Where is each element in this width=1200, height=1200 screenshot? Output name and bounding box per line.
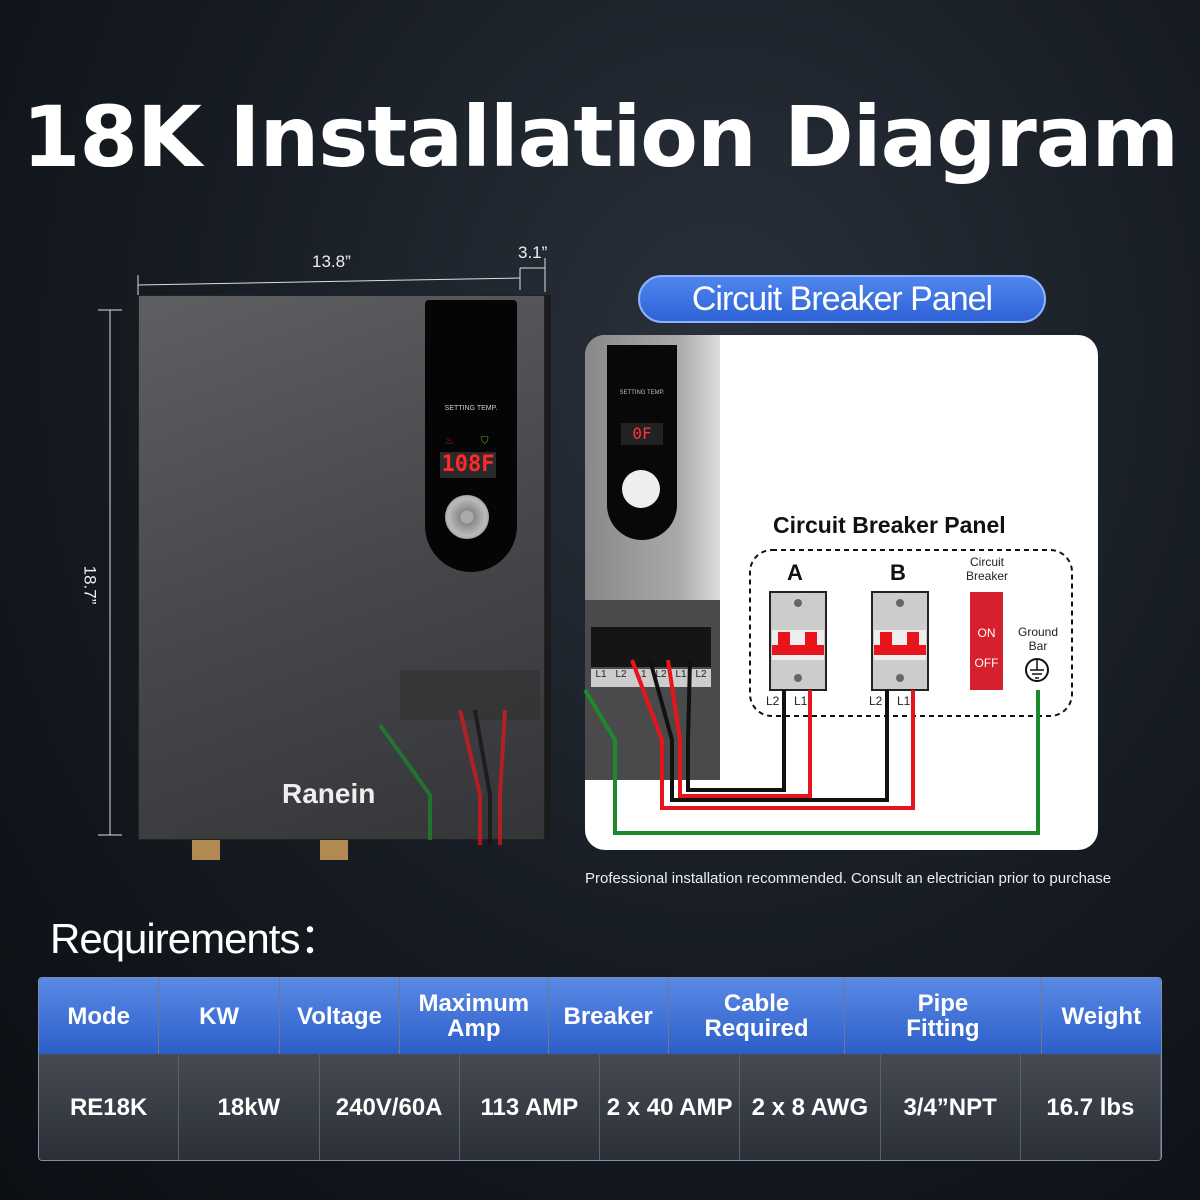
wire-black-a [686,659,786,792]
table-header: Mode [39,978,160,1054]
terminal-labels: L1 L2 L1 L2 L1 L2 [591,669,711,687]
flame-icon: ♨ [445,436,454,447]
temperature-display: 108F [440,452,496,478]
breaker-b [871,591,929,691]
table-cell: 240V/60A [320,1054,460,1160]
terminal-label: L2 [615,669,627,680]
table-cell: 2 x 40 AMP [600,1054,741,1160]
wire-black-b [648,659,889,802]
terminal-label: L1 [675,669,687,680]
table-header: Cable Required [669,978,846,1054]
depth-dimension: 3.1” [518,243,548,262]
breaker-b-label: B [890,560,906,585]
table-header-row: Mode KW Voltage Maximum Amp Breaker Cabl… [39,978,1161,1054]
table-header: Weight [1061,1002,1142,1030]
circuit-breaker-switch [970,592,1003,690]
power-shield-icon: ⛉ [481,436,489,447]
heater-wiring [378,670,540,845]
wire-red-a [666,659,812,798]
table-row: RE18K 18kW 240V/60A 113 AMP 2 x 40 AMP 2… [39,1054,1161,1160]
l1-label: L1 [897,694,911,708]
unit-setting-label: SETTING TEMP. [619,390,665,396]
unit-panel: SETTING TEMP. 0F [607,345,677,540]
off-label: OFF [974,656,999,670]
terminal-label: L1 [595,669,607,680]
table-header: Pipe Fitting [845,978,1042,1054]
ground-wire [583,688,1040,835]
brand-logo: Ranein [282,778,376,809]
l1-label: L1 [794,694,808,708]
temperature-knob[interactable] [445,495,489,539]
table-header: Breaker [549,978,669,1054]
l2-label: L2 [869,694,883,708]
unit-display: 0F [621,423,663,445]
table-cell: 113 AMP [460,1054,600,1160]
table-header: Voltage [280,978,401,1054]
wiring-diagram-card: SETTING TEMP. 0F L1 L2 L1 L2 L1 L2 [585,335,1098,850]
circuit-breaker-panel-badge: Circuit Breaker Panel [638,275,1046,323]
requirements-heading: Requirements： [50,915,341,962]
page-title: 18K Installation Diagram [21,88,1179,186]
terminal-label: L1 [635,669,647,680]
table-header: KW [159,978,280,1054]
table-cell: 16.7 lbs [1021,1054,1161,1160]
wire-red-b [630,659,915,810]
terminal-label: L2 [695,669,707,680]
l2-label: L2 [766,694,780,708]
requirements-table: Mode KW Voltage Maximum Amp Breaker Cabl… [38,977,1162,1161]
breaker-a [769,591,827,691]
unit-knob [622,470,660,508]
ground-symbol-icon [1025,658,1049,682]
ground-bar-label: Ground Bar [1017,625,1059,653]
circuit-breaker-label: Circuit Breaker [965,555,1009,583]
breaker-a-label: A [787,560,803,585]
control-panel: SETTING TEMP. ♨ ⛉ 108F [425,300,517,572]
table-cell: 3/4”NPT [881,1054,1021,1160]
installation-note: Professional installation recommended. C… [585,870,1112,887]
terminal-label: L2 [655,669,667,680]
table-cell: 18kW [179,1054,320,1160]
width-dimension: 13.8” [312,252,351,271]
on-label: ON [977,626,996,640]
table-header: Maximum Amp [400,978,549,1054]
diagram-panel-title: Circuit Breaker Panel [773,512,1006,538]
table-cell: RE18K [39,1054,180,1160]
table-cell: 2 x 8 AWG [740,1054,881,1160]
setting-temp-label: SETTING TEMP. [444,405,498,412]
